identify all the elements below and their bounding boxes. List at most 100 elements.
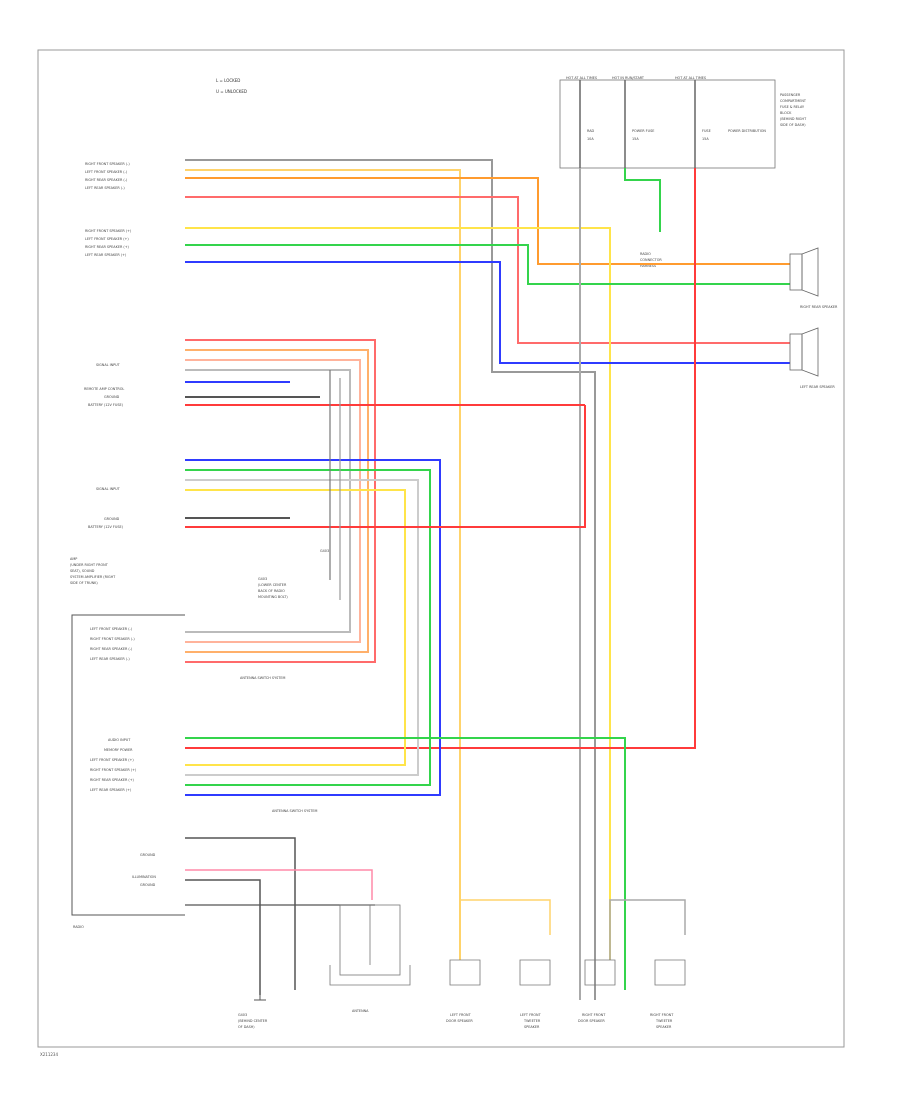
svg-text:LEFT FRONT: LEFT FRONT <box>450 1013 472 1017</box>
wire-red-2 <box>185 339 376 663</box>
svg-text:LEFT FRONT SPEAKER (+): LEFT FRONT SPEAKER (+) <box>85 237 129 241</box>
wire-red-batt2 <box>185 405 586 528</box>
svg-text:SEAT), SOUND: SEAT), SOUND <box>70 569 95 573</box>
svg-text:AMP: AMP <box>70 557 77 561</box>
wire-red-fuse <box>185 168 696 749</box>
svg-text:RIGHT FRONT: RIGHT FRONT <box>582 1013 606 1017</box>
svg-text:OF DASH): OF DASH) <box>238 1025 255 1029</box>
ground-symbol: G403 (BEHIND CENTER OF DASH) <box>238 995 268 1029</box>
svg-text:G403: G403 <box>258 577 267 581</box>
fuse-2-rating: 15A <box>632 137 639 141</box>
antenna-switch-note-2: ANTENNA SWITCH SYSTEM <box>272 809 317 813</box>
footer-code: X211234 <box>40 1052 58 1057</box>
svg-text:BATTERY (12V FUSE): BATTERY (12V FUSE) <box>88 403 124 407</box>
svg-text:COMPARTMENT: COMPARTMENT <box>780 99 807 103</box>
fuse-1-rating: 10A <box>587 137 594 141</box>
ground-note: G403 (LOWER CENTER BACK OF RADIO MOUNTIN… <box>258 577 288 599</box>
wire-gray-2 <box>185 369 351 633</box>
svg-text:SIDE OF DASH): SIDE OF DASH) <box>780 123 806 127</box>
svg-text:LEFT FRONT SPEAKER (-): LEFT FRONT SPEAKER (-) <box>90 627 133 631</box>
wire-green-fuse <box>624 168 661 232</box>
wire-yellow-3 <box>185 489 406 766</box>
svg-text:LEFT REAR SPEAKER (+): LEFT REAR SPEAKER (+) <box>85 253 127 257</box>
wire-orange-2 <box>185 349 369 653</box>
svg-text:PASSENGER: PASSENGER <box>780 93 801 97</box>
legend-line-1: L = LOCKED <box>216 78 240 83</box>
antenna-component: ANTENNA <box>329 904 411 1013</box>
wire-green-radio <box>185 737 626 990</box>
svg-text:BLOCK: BLOCK <box>780 111 792 115</box>
svg-text:RIGHT REAR SPEAKER (-): RIGHT REAR SPEAKER (-) <box>85 178 128 182</box>
svg-text:RIGHT REAR SPEAKER (+): RIGHT REAR SPEAKER (+) <box>85 245 130 249</box>
amp-mid-labels: SIGNAL INPUT REMOTE AMP CONTROL GROUND B… <box>84 363 124 529</box>
fuse-feed-label-1: HOT AT ALL TIMES <box>566 76 597 80</box>
wire-gray-1 <box>185 159 596 1000</box>
left-rear-speaker: LEFT REAR SPEAKER <box>789 327 835 389</box>
svg-text:GROUND: GROUND <box>104 395 120 399</box>
ground-box-label: G403 <box>320 549 329 553</box>
svg-text:RIGHT REAR SPEAKER (+): RIGHT REAR SPEAKER (+) <box>90 778 135 782</box>
svg-text:CONNECTOR: CONNECTOR <box>640 258 662 262</box>
svg-text:LEFT REAR SPEAKER (-): LEFT REAR SPEAKER (-) <box>90 657 130 661</box>
svg-text:MEMORY POWER: MEMORY POWER <box>104 748 133 752</box>
svg-text:LEFT FRONT SPEAKER (-): LEFT FRONT SPEAKER (-) <box>85 170 128 174</box>
svg-text:RIGHT FRONT SPEAKER (+): RIGHT FRONT SPEAKER (+) <box>85 229 132 233</box>
svg-text:LEFT FRONT: LEFT FRONT <box>520 1013 542 1017</box>
wire-black-radio-gnd <box>185 837 296 990</box>
wire-orange-1 <box>185 177 790 265</box>
svg-text:REMOTE AMP CONTROL: REMOTE AMP CONTROL <box>84 387 124 391</box>
svg-text:LEFT REAR SPEAKER (-): LEFT REAR SPEAKER (-) <box>85 186 125 190</box>
svg-text:GROUND: GROUND <box>104 517 120 521</box>
svg-text:MOUNTING BOLT): MOUNTING BOLT) <box>258 595 288 599</box>
legend-line-2: U = UNLOCKED <box>216 89 247 94</box>
svg-text:ANTENNA: ANTENNA <box>352 1009 369 1013</box>
svg-text:RADIO: RADIO <box>640 252 651 256</box>
wire-spk-rf <box>609 899 686 960</box>
svg-text:AUDIO INPUT: AUDIO INPUT <box>108 738 131 742</box>
svg-text:RIGHT FRONT SPEAKER (+): RIGHT FRONT SPEAKER (+) <box>90 768 137 772</box>
amp-top-labels: RIGHT FRONT SPEAKER (-) LEFT FRONT SPEAK… <box>85 162 132 257</box>
wire-green-3 <box>185 469 431 786</box>
svg-text:BACK OF RADIO: BACK OF RADIO <box>258 589 285 593</box>
wire-red-1 <box>185 196 790 344</box>
wire-harness <box>185 159 790 1000</box>
radio-labels: LEFT FRONT SPEAKER (-) RIGHT FRONT SPEAK… <box>90 627 156 887</box>
wire-green-1 <box>185 244 790 285</box>
svg-text:RIGHT REAR SPEAKER (-): RIGHT REAR SPEAKER (-) <box>90 647 133 651</box>
fuse-2-name: POWER FUSE <box>632 129 654 133</box>
svg-text:(UNDER RIGHT FRONT: (UNDER RIGHT FRONT <box>70 563 109 567</box>
svg-text:TWEETER: TWEETER <box>655 1019 673 1023</box>
wire-blue-3 <box>185 459 441 796</box>
svg-text:RIGHT FRONT SPEAKER (-): RIGHT FRONT SPEAKER (-) <box>85 162 130 166</box>
radio-connector-harness: RADIO CONNECTOR HARNESS <box>640 252 662 268</box>
fuse-feed-label-2: HOT IN RUN/START <box>612 76 645 80</box>
svg-text:LEFT REAR SPEAKER (+): LEFT REAR SPEAKER (+) <box>90 788 132 792</box>
wire-pink-illum <box>185 869 373 900</box>
left-front-door-speaker: LEFT FRONT DOOR SPEAKER <box>446 959 481 1023</box>
svg-text:RIGHT REAR SPEAKER: RIGHT REAR SPEAKER <box>800 305 838 309</box>
svg-text:RIGHT FRONT SPEAKER (-): RIGHT FRONT SPEAKER (-) <box>90 637 135 641</box>
fuse-3-rating: 15A <box>702 137 709 141</box>
svg-text:HARNESS: HARNESS <box>640 264 656 268</box>
svg-text:TWEETER: TWEETER <box>523 1019 541 1023</box>
svg-text:G403: G403 <box>238 1013 247 1017</box>
svg-text:DOOR SPEAKER: DOOR SPEAKER <box>446 1019 473 1023</box>
svg-text:(BEHIND RIGHT: (BEHIND RIGHT <box>780 117 807 121</box>
svg-text:GROUND: GROUND <box>140 883 156 887</box>
fuse-1-name: RAD <box>587 129 595 133</box>
diagram-border <box>37 49 845 1048</box>
wire-salmon-2 <box>185 359 361 643</box>
wire-black-radio-gnd2 <box>185 879 261 995</box>
svg-text:ILLUMINATION: ILLUMINATION <box>132 875 156 879</box>
power-distribution-label: POWER DISTRIBUTION <box>728 129 766 133</box>
svg-text:DOOR SPEAKER: DOOR SPEAKER <box>578 1019 605 1023</box>
right-rear-speaker: RIGHT REAR SPEAKER <box>789 247 838 309</box>
svg-text:(BEHIND CENTER: (BEHIND CENTER <box>238 1019 268 1023</box>
svg-text:SIDE OF TRUNK): SIDE OF TRUNK) <box>70 581 98 585</box>
svg-text:SPEAKER: SPEAKER <box>656 1025 672 1029</box>
radio-unit: RADIO <box>71 614 185 929</box>
wire-spk-lf <box>459 899 551 960</box>
wire-yellow-1 <box>185 169 461 960</box>
right-front-tweeter: RIGHT FRONT TWEETER SPEAKER <box>650 959 686 1029</box>
wire-gray-3 <box>185 479 419 776</box>
